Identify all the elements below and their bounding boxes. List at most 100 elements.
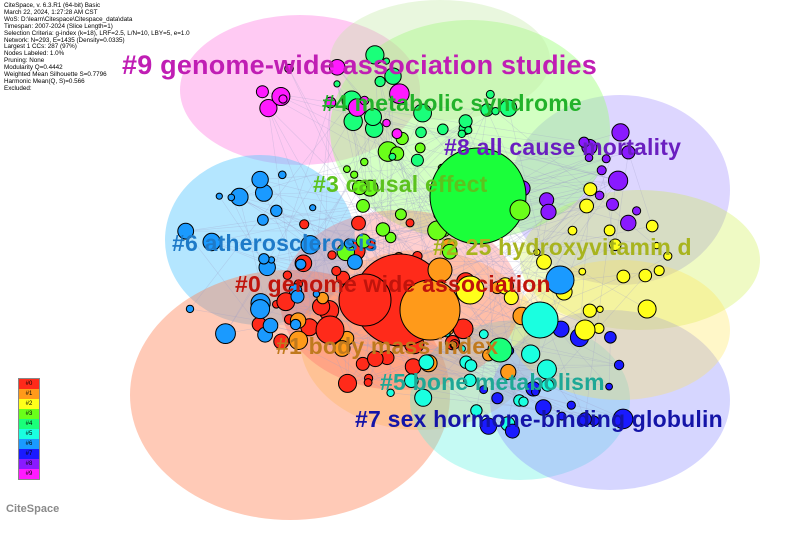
network-node[interactable] xyxy=(327,250,337,260)
network-node[interactable] xyxy=(504,423,520,439)
network-node[interactable] xyxy=(375,222,391,237)
network-node-hub[interactable] xyxy=(545,265,575,295)
network-node[interactable] xyxy=(470,404,483,417)
network-node[interactable] xyxy=(363,378,373,387)
network-node[interactable] xyxy=(312,290,321,298)
network-node[interactable] xyxy=(604,331,617,344)
network-node[interactable] xyxy=(177,222,195,240)
network-node[interactable] xyxy=(596,165,607,176)
network-node[interactable] xyxy=(343,238,354,249)
network-node[interactable] xyxy=(391,128,403,140)
network-node[interactable] xyxy=(616,269,631,284)
cluster-label-5[interactable]: #5 bone metabolism xyxy=(380,369,605,395)
network-node[interactable] xyxy=(257,214,269,226)
network-node[interactable] xyxy=(331,265,342,277)
network-node[interactable] xyxy=(227,193,236,202)
network-node[interactable] xyxy=(388,152,397,161)
network-node-hub[interactable] xyxy=(521,301,559,339)
network-node[interactable] xyxy=(491,392,504,405)
network-node[interactable] xyxy=(645,219,659,233)
network-node[interactable] xyxy=(637,299,657,319)
network-node[interactable] xyxy=(290,289,305,304)
network-node[interactable] xyxy=(258,253,270,265)
network-node[interactable] xyxy=(364,108,382,126)
cluster-label-7[interactable]: #7 sex hormone-binding globulin xyxy=(355,406,723,432)
network-node[interactable] xyxy=(414,388,433,407)
network-node[interactable] xyxy=(652,241,661,250)
network-node[interactable] xyxy=(324,96,337,109)
network-node[interactable] xyxy=(463,373,477,387)
network-node[interactable] xyxy=(360,157,369,167)
network-node[interactable] xyxy=(653,265,665,277)
network-node[interactable] xyxy=(503,290,519,306)
network-node[interactable] xyxy=(215,323,236,345)
network-node[interactable] xyxy=(404,373,419,389)
network-node[interactable] xyxy=(583,182,598,197)
network-node[interactable] xyxy=(382,57,390,65)
network-node[interactable] xyxy=(478,329,489,340)
network-node-hub[interactable] xyxy=(315,315,345,345)
network-node-hub[interactable] xyxy=(509,199,531,221)
network-node[interactable] xyxy=(450,341,458,349)
network-node[interactable] xyxy=(282,270,293,280)
network-node[interactable] xyxy=(596,305,604,313)
network-node[interactable] xyxy=(255,85,269,99)
network-node-hub[interactable] xyxy=(487,337,513,363)
network-node[interactable] xyxy=(536,254,552,270)
network-node[interactable] xyxy=(437,123,449,136)
network-node[interactable] xyxy=(328,59,346,76)
network-node[interactable] xyxy=(584,153,594,162)
network-node[interactable] xyxy=(343,165,351,174)
network-node[interactable] xyxy=(608,238,622,252)
cluster-label-8[interactable]: #8 all cause mortality xyxy=(444,134,682,160)
network-node[interactable] xyxy=(531,387,540,397)
network-node[interactable] xyxy=(578,412,592,427)
network-node[interactable] xyxy=(620,214,637,232)
network-node[interactable] xyxy=(382,118,391,128)
network-node[interactable] xyxy=(309,204,317,212)
network-node[interactable] xyxy=(350,170,359,179)
network-node[interactable] xyxy=(464,126,473,135)
network-node[interactable] xyxy=(479,417,498,435)
network-node-hub[interactable] xyxy=(455,275,485,305)
network-node[interactable] xyxy=(251,170,269,189)
network-node[interactable] xyxy=(384,67,402,85)
network-node[interactable] xyxy=(613,359,625,371)
network-node[interactable] xyxy=(352,179,368,196)
network-node[interactable] xyxy=(215,192,223,200)
network-node[interactable] xyxy=(578,136,590,148)
network-node[interactable] xyxy=(270,204,283,218)
network-node[interactable] xyxy=(458,345,466,353)
network-node[interactable] xyxy=(535,399,552,416)
network-node[interactable] xyxy=(518,396,529,407)
network-node[interactable] xyxy=(536,359,557,380)
network-node[interactable] xyxy=(278,170,287,180)
network-node-hub[interactable] xyxy=(429,147,527,245)
cluster-label-3[interactable]: #3 causal effect xyxy=(313,171,488,197)
network-node[interactable] xyxy=(601,154,611,164)
network-node[interactable] xyxy=(491,107,500,116)
network-node-hub[interactable] xyxy=(574,319,596,341)
network-node-hub[interactable] xyxy=(338,273,392,327)
network-node[interactable] xyxy=(259,99,278,118)
network-node[interactable] xyxy=(405,218,415,228)
network-node[interactable] xyxy=(567,225,578,236)
network-node[interactable] xyxy=(464,359,478,372)
network-node[interactable] xyxy=(355,233,371,249)
network-node-hub[interactable] xyxy=(399,279,461,341)
network-node[interactable] xyxy=(250,299,271,320)
network-node[interactable] xyxy=(394,208,407,221)
network-node[interactable] xyxy=(262,317,279,334)
network-node[interactable] xyxy=(663,251,673,261)
network-node[interactable] xyxy=(499,99,518,117)
network-node[interactable] xyxy=(278,94,288,104)
network-node[interactable] xyxy=(594,190,605,201)
network-node[interactable] xyxy=(621,145,636,160)
network-node[interactable] xyxy=(533,248,541,256)
network-node[interactable] xyxy=(521,344,541,364)
network-node[interactable] xyxy=(632,206,642,216)
network-node[interactable] xyxy=(351,215,366,231)
network-node[interactable] xyxy=(566,400,576,410)
network-node[interactable] xyxy=(606,197,619,211)
network-node[interactable] xyxy=(374,75,386,88)
